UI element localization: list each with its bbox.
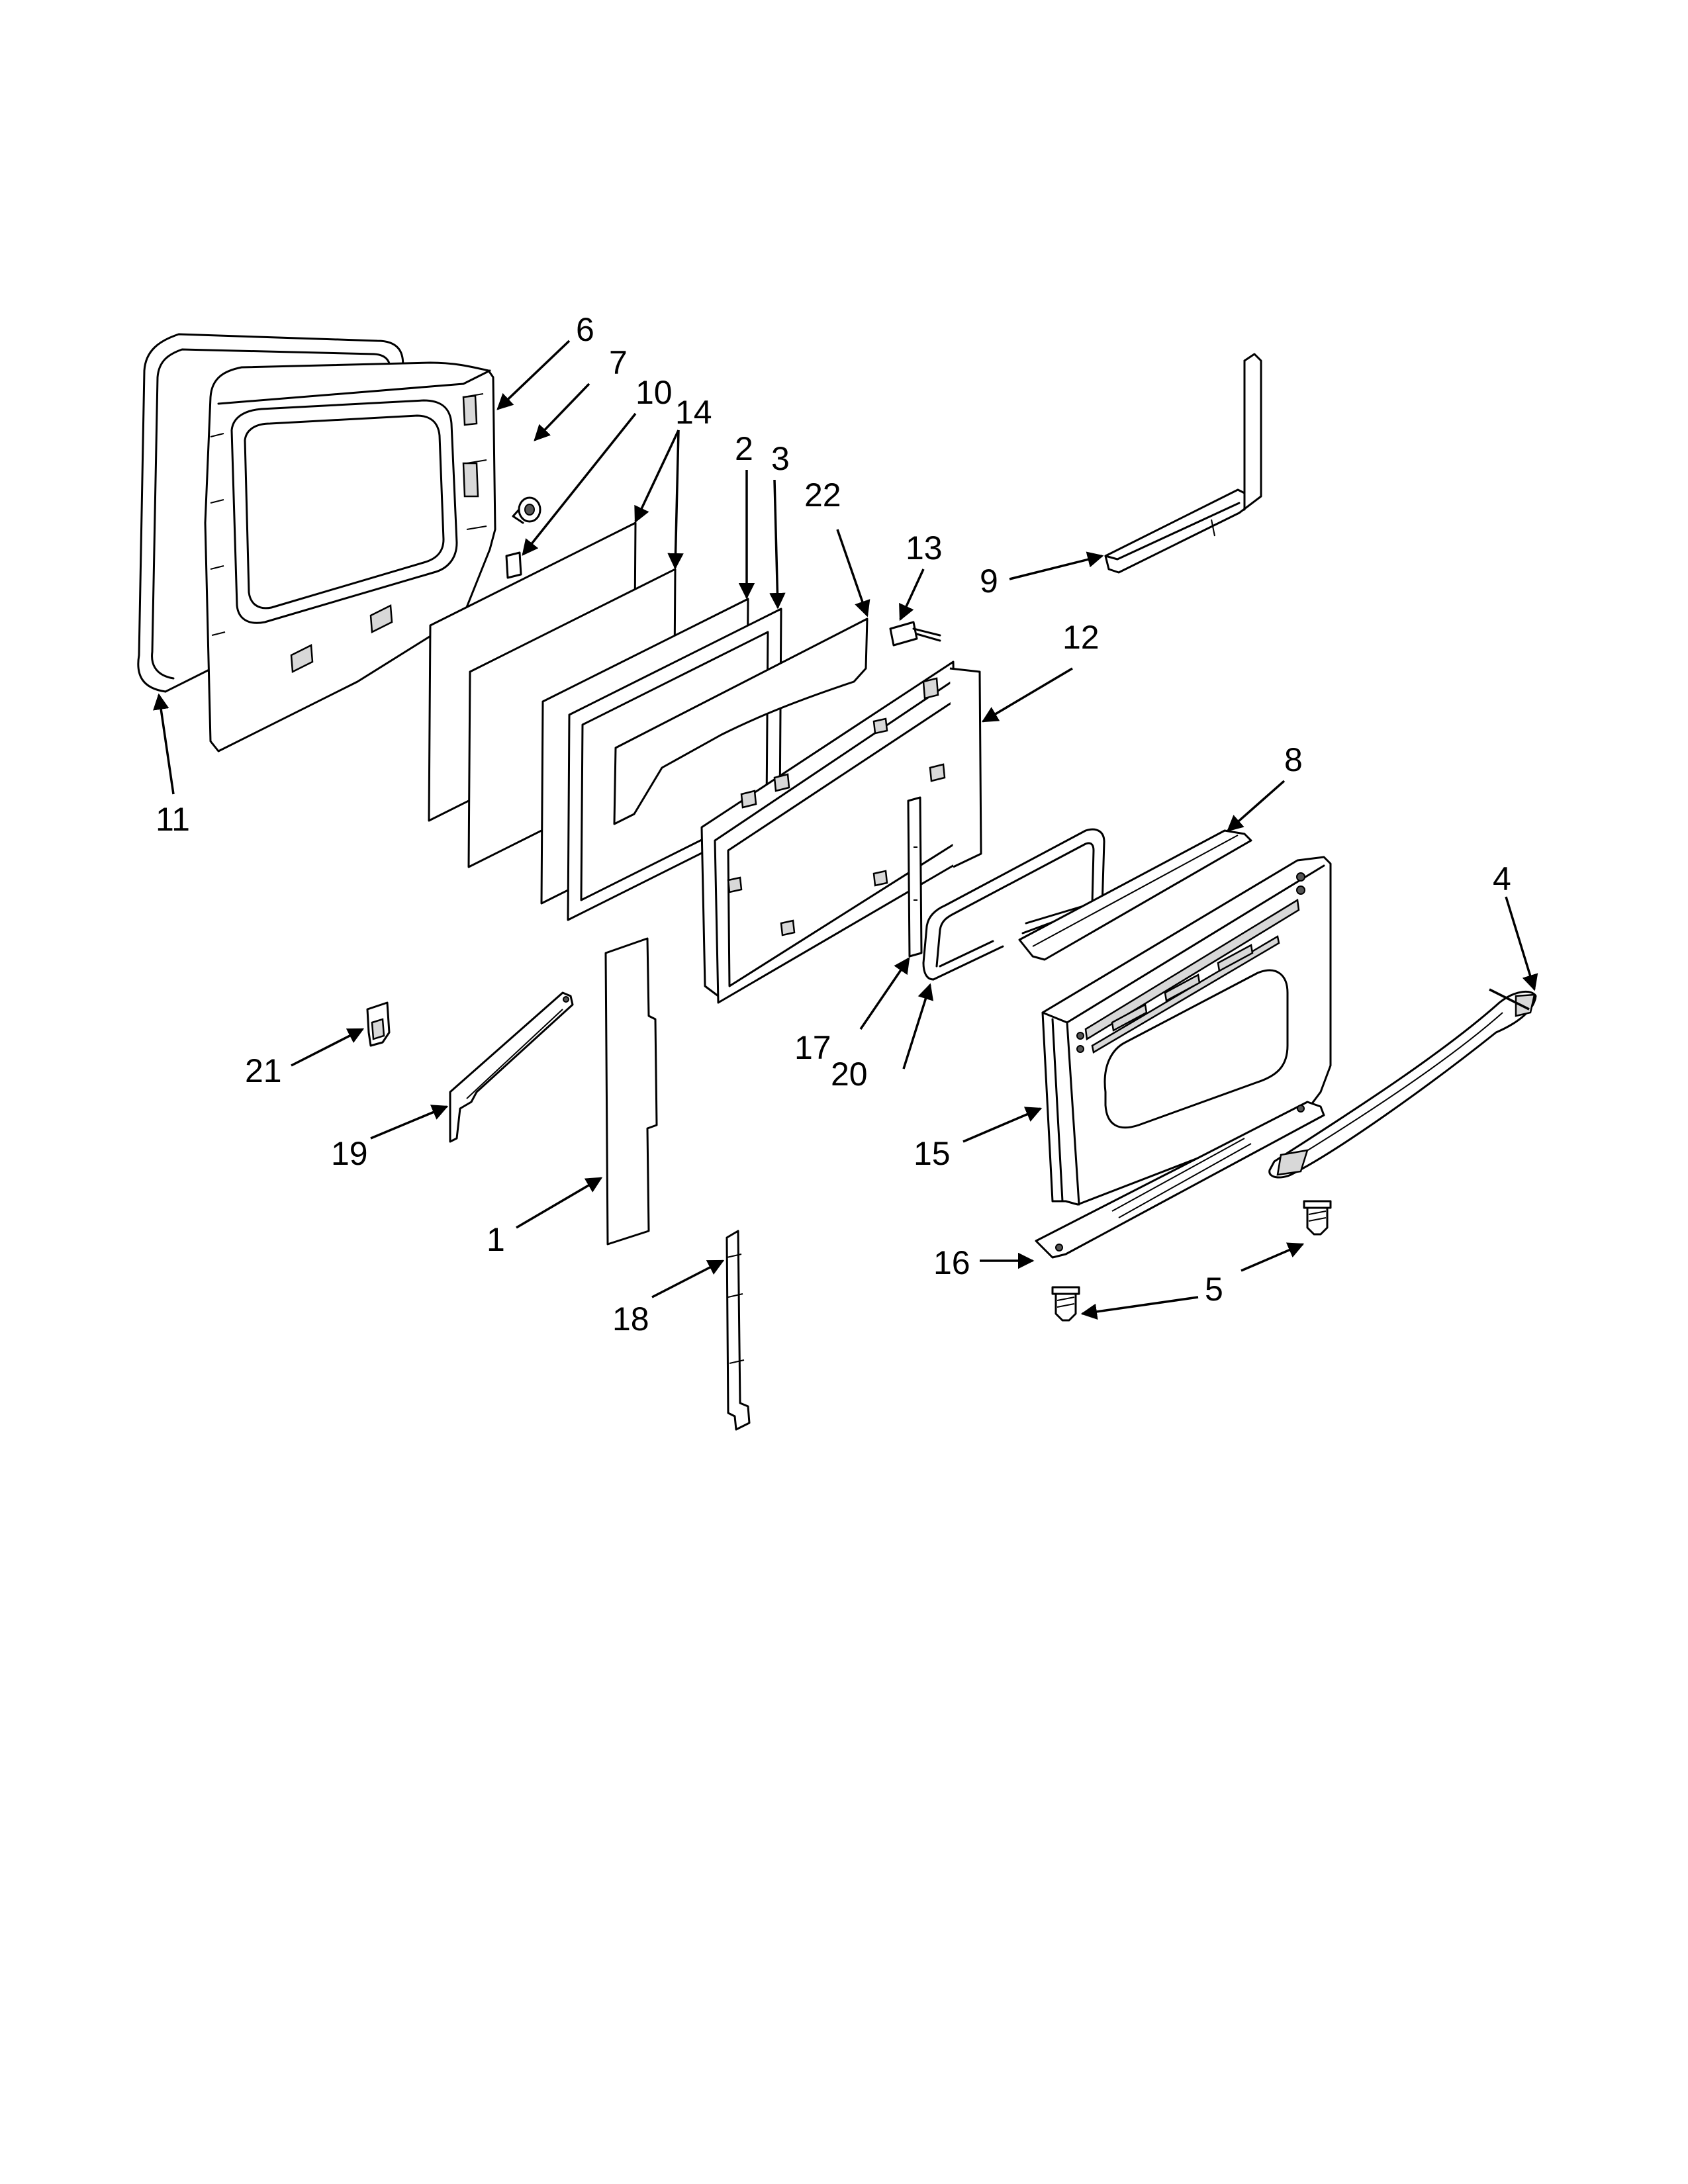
leader-17 <box>859 956 910 1030</box>
leader-14a <box>634 430 680 523</box>
callout-13: 13 <box>906 529 943 567</box>
callout-14: 14 <box>675 394 712 431</box>
leader-15 <box>962 1107 1043 1143</box>
part-10-clip <box>505 551 522 579</box>
leader-7 <box>534 383 590 441</box>
leader-3 <box>769 479 786 610</box>
callout-20: 20 <box>831 1056 868 1093</box>
callout-9: 9 <box>980 563 998 600</box>
part-11-door-gasket <box>137 333 404 693</box>
part-13-screw <box>889 621 941 647</box>
leader-21 <box>291 1028 365 1067</box>
callout-8: 8 <box>1284 741 1303 778</box>
part-17-side-strip <box>907 796 923 958</box>
callout-5: 5 <box>1205 1271 1223 1308</box>
callout-22: 22 <box>804 477 841 514</box>
part-8-vent-trim <box>1018 829 1252 961</box>
part-1-insulation <box>604 937 658 1246</box>
callout-17: 17 <box>794 1029 831 1066</box>
leader-5b <box>1241 1242 1305 1272</box>
leader-4-stub <box>1489 988 1530 1011</box>
leader-13 <box>899 569 925 621</box>
leader-9 <box>1009 551 1104 580</box>
part-19-hinge-bracket <box>449 991 574 1143</box>
leader-19 <box>370 1105 449 1140</box>
callout-10: 10 <box>635 374 673 411</box>
leader-10 <box>522 412 637 556</box>
leader-6 <box>496 340 571 410</box>
leader-4 <box>1505 896 1538 991</box>
leader-14b <box>667 430 684 570</box>
part-5-screws <box>1051 1200 1332 1322</box>
callout-19: 19 <box>331 1135 368 1172</box>
leader-11 <box>153 693 175 795</box>
part-18-vertical-channel <box>726 1230 751 1431</box>
part-6-inner-door-liner <box>204 361 496 752</box>
callout-3: 3 <box>771 440 790 477</box>
part-16-bottom-trim <box>1035 1101 1325 1259</box>
part-9-bracket <box>1104 353 1262 574</box>
leader-12 <box>981 667 1073 723</box>
callout-11: 11 <box>156 801 190 838</box>
callout-2: 2 <box>735 430 753 467</box>
leader-20 <box>902 983 934 1069</box>
callout-4: 4 <box>1493 860 1511 897</box>
part-7-hinge-roller <box>512 496 541 524</box>
part-4-door-handle <box>1268 990 1537 1179</box>
leader-5a <box>1080 1296 1199 1320</box>
leader-18 <box>651 1259 725 1298</box>
callout-6: 6 <box>576 311 594 348</box>
callout-16: 16 <box>933 1244 970 1281</box>
leader-lines <box>153 340 1538 1320</box>
callout-12: 12 <box>1062 619 1100 656</box>
part-21-hinge-bracket <box>366 1001 391 1047</box>
callout-labels: 6 7 10 14 2 3 22 13 9 12 8 11 4 17 20 15… <box>156 311 1511 1338</box>
callout-21: 21 <box>245 1052 282 1089</box>
leader-8 <box>1227 780 1286 832</box>
callout-18: 18 <box>612 1300 649 1338</box>
leader-1 <box>516 1177 603 1229</box>
part-22-glass-insert <box>613 617 868 825</box>
callout-15: 15 <box>914 1135 951 1172</box>
part-15-outer-door-panel <box>1041 856 1332 1206</box>
part-12-door-frame <box>700 660 982 1004</box>
callout-7: 7 <box>609 344 628 381</box>
callout-1: 1 <box>487 1221 505 1258</box>
leader-22 <box>836 529 870 617</box>
